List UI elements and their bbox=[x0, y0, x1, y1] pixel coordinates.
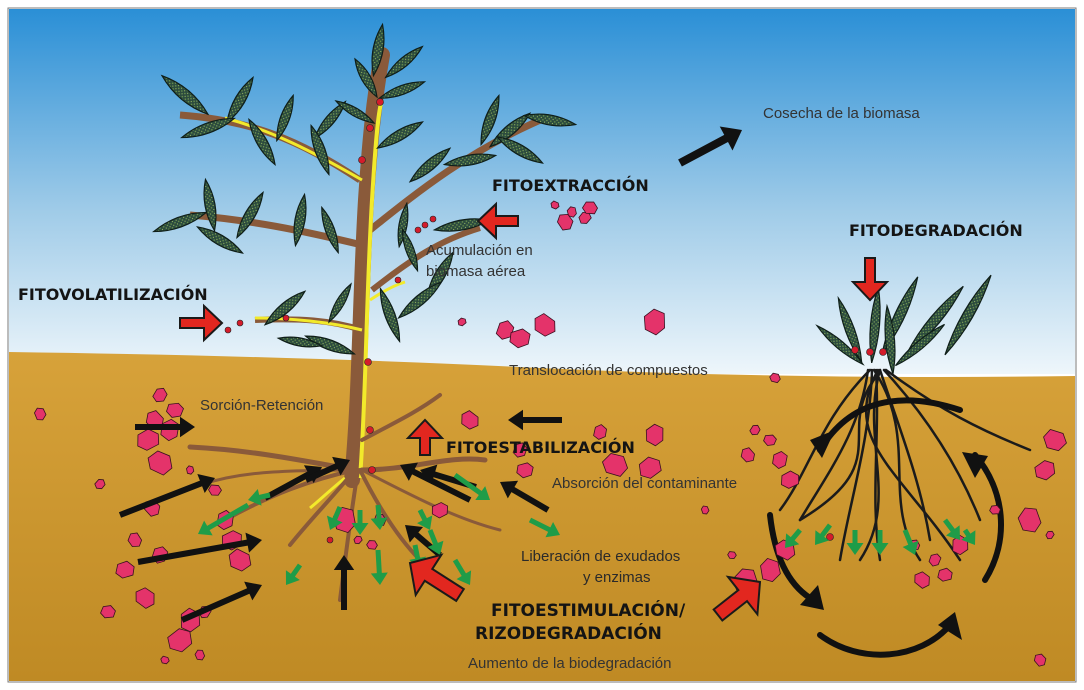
label-acumulacion-1: Acumulación en bbox=[426, 242, 533, 259]
label-cosecha: Cosecha de la biomasa bbox=[763, 105, 920, 122]
label-fitovolatilizacion: FITOVOLATILIZACIÓN bbox=[18, 285, 208, 304]
label-fitoestabilizacion: FITOESTABILIZACIÓN bbox=[446, 438, 635, 457]
label-absorcion: Absorción del contaminante bbox=[552, 475, 737, 492]
label-fitodegradacion: FITODEGRADACIÓN bbox=[849, 221, 1023, 240]
label-fitoestimulacion-1: FITOESTIMULACIÓN/ bbox=[491, 599, 686, 621]
label-liberacion-2: y enzimas bbox=[583, 569, 651, 586]
label-liberacion-1: Liberación de exudados bbox=[521, 548, 680, 565]
label-aumento: Aumento de la biodegradación bbox=[468, 655, 671, 672]
label-sorcion: Sorción-Retención bbox=[200, 397, 323, 414]
label-acumulacion-2: biomasa aérea bbox=[426, 263, 526, 280]
label-fitoextraccion: FITOEXTRACCIÓN bbox=[492, 176, 649, 195]
label-translocacion: Translocación de compuestos bbox=[509, 362, 708, 379]
label-fitoestimulacion-2: RIZODEGRADACIÓN bbox=[475, 622, 662, 644]
